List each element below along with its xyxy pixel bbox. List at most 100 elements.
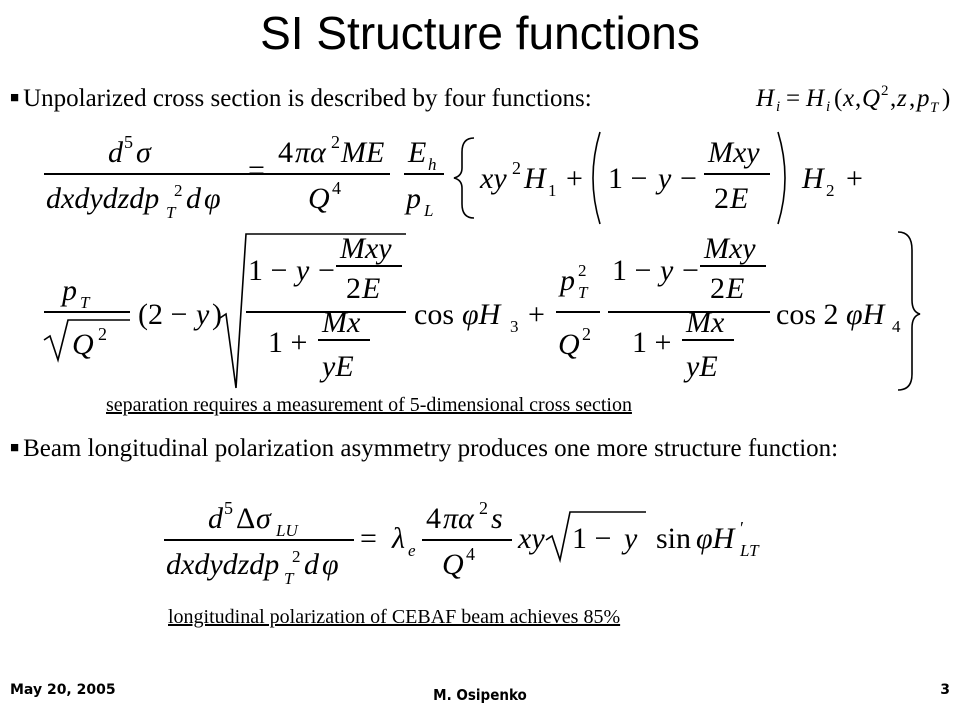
svg-text:4: 4 [278,136,293,169]
svg-text:2: 2 [512,158,521,178]
svg-text:5: 5 [224,498,233,518]
svg-text:E: E [407,136,426,169]
svg-text:yE: yE [319,350,354,383]
svg-text:2: 2 [292,547,301,566]
svg-text:+: + [846,162,863,195]
svg-text:dxdydzdp: dxdydzdp [46,182,159,215]
svg-text:=: = [248,154,265,187]
svg-text:e: e [408,541,416,560]
square-bullet-icon: ■ [10,440,20,456]
footer-page-number: 3 [940,682,950,698]
svg-text:E: E [725,272,744,305]
svg-text:Mxy: Mxy [703,232,756,265]
svg-text:Mxy: Mxy [339,232,392,265]
svg-text:4: 4 [466,544,475,564]
svg-text:z: z [896,85,907,112]
svg-text:): ) [212,298,222,331]
cross-section-equation-line1: d 5 σ dxdydzdp T 2 d φ = 4 πα 2 ME Q 4 E… [44,131,863,225]
svg-text:LU: LU [275,521,299,540]
svg-text:σ: σ [136,136,152,169]
svg-text:1 −: 1 − [572,522,611,555]
bullet-beam-asymmetry-text: Beam longitudinal polarization asymmetry… [23,435,839,462]
svg-text:πα: πα [443,502,475,535]
svg-text:d: d [208,502,224,535]
svg-text:=: = [360,522,377,555]
footer-date: May 20, 2005 [10,682,116,698]
svg-text:φH: φH [696,522,737,555]
svg-text:T: T [578,283,589,302]
bullet-beam-asymmetry: ■Beam longitudinal polarization asymmetr… [10,434,940,464]
svg-text:+: + [528,298,545,331]
svg-text:h: h [428,155,437,174]
svg-text:2: 2 [479,498,488,518]
svg-text:Mx: Mx [685,306,725,339]
svg-text:φ: φ [322,548,339,581]
svg-text:Q: Q [442,548,464,581]
svg-text:4: 4 [332,178,341,198]
svg-text:yE: yE [683,350,718,383]
svg-text:1: 1 [548,181,557,200]
svg-text:2: 2 [98,324,107,344]
svg-text:σ: σ [256,502,272,535]
svg-text:T: T [284,569,295,588]
svg-text:1 +: 1 + [268,326,307,359]
svg-text:4: 4 [426,502,441,535]
svg-text:xy: xy [517,522,545,555]
svg-text:p: p [915,85,930,112]
svg-text:x: x [842,85,854,112]
svg-text:1 −: 1 − [612,254,651,287]
separation-note: separation requires a measurement of 5-d… [106,394,632,416]
svg-text:y: y [657,254,674,287]
svg-text:dxdydzdp: dxdydzdp [166,548,279,581]
svg-text:T: T [930,100,940,116]
svg-text:−: − [682,254,699,287]
svg-text:sin: sin [656,522,691,555]
svg-text:y: y [293,254,310,287]
svg-text:i: i [776,99,780,115]
svg-text:+: + [566,162,583,195]
slide-title: SI Structure functions [260,7,700,59]
svg-text:xy: xy [479,162,507,195]
svg-text:λ: λ [391,522,405,555]
svg-text:Δ: Δ [236,502,255,535]
svg-text:p: p [60,274,77,307]
svg-text:H: H [523,162,548,195]
svg-text:i: i [826,99,830,115]
svg-text:y: y [621,522,638,555]
svg-text:2: 2 [174,181,183,200]
svg-text:φH: φH [462,298,503,331]
svg-text:1 −: 1 − [608,162,647,195]
svg-text:y: y [193,298,210,331]
svg-text:5: 5 [124,132,133,152]
svg-text:2: 2 [710,272,725,305]
svg-text:(: ( [834,85,842,112]
svg-text:4: 4 [892,317,901,336]
svg-text:2: 2 [714,182,729,215]
polarization-note: longitudinal polarization of CEBAF beam … [168,606,621,628]
svg-text:2: 2 [346,272,361,305]
svg-text:d: d [186,182,202,215]
eq-numerator: d [108,136,124,169]
svg-text:T: T [80,293,91,312]
svg-text:E: E [729,182,748,215]
svg-text:cos 2: cos 2 [776,298,839,331]
beam-asymmetry-equation: d 5 Δ σ LU dxdydzdp T 2 d φ = λ e 4 πα 2… [164,498,760,588]
svg-text:,: , [890,85,896,112]
svg-text:2: 2 [826,181,835,200]
svg-text:cos: cos [414,298,454,331]
svg-text:y: y [655,162,672,195]
svg-text:πα: πα [295,136,327,169]
svg-text:H: H [755,85,776,112]
svg-text:2: 2 [331,132,340,152]
bullet-unpolarized: ■Unpolarized cross section is described … [10,84,592,114]
svg-text:2: 2 [881,83,889,99]
svg-text:H: H [801,162,826,195]
svg-text:Q: Q [308,182,330,215]
svg-text:p: p [404,182,421,215]
svg-text:LT: LT [739,541,760,560]
svg-text:2: 2 [578,261,587,280]
svg-text:Mx: Mx [321,306,361,339]
svg-text:H: H [805,85,826,112]
svg-text:E: E [361,272,380,305]
svg-text:Q: Q [72,328,94,361]
